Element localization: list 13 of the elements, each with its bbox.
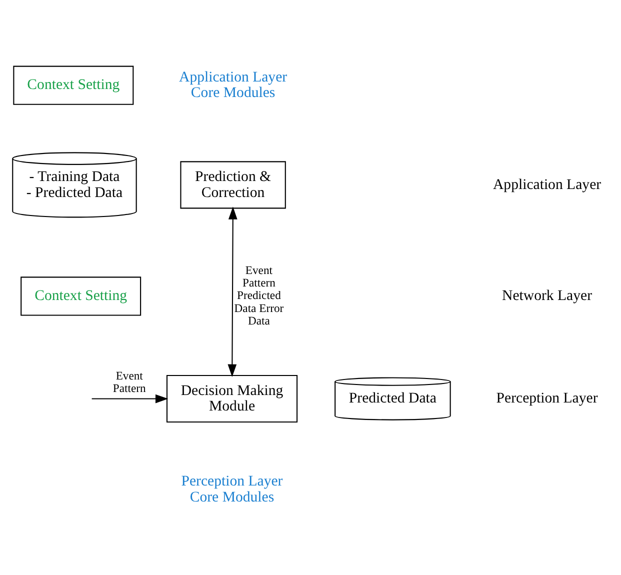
label: Application Layer Core Modules <box>179 69 288 102</box>
label: Perception Layer Core Modules <box>181 474 283 506</box>
edge-label: Event Pattern Predicted Data Error Data <box>234 264 284 328</box>
label: Perception Layer <box>496 390 598 407</box>
node-box: Context Setting <box>20 276 142 316</box>
node-box: Context Setting <box>13 66 134 105</box>
label: Network Layer <box>502 288 592 304</box>
arrow <box>92 394 168 404</box>
label: Application Layer <box>493 176 602 193</box>
node-box: Decision Making Module <box>166 374 298 423</box>
edge-label: Event Pattern <box>112 370 146 396</box>
arrow <box>228 206 238 378</box>
node-box: Prediction & Correction <box>180 161 286 209</box>
